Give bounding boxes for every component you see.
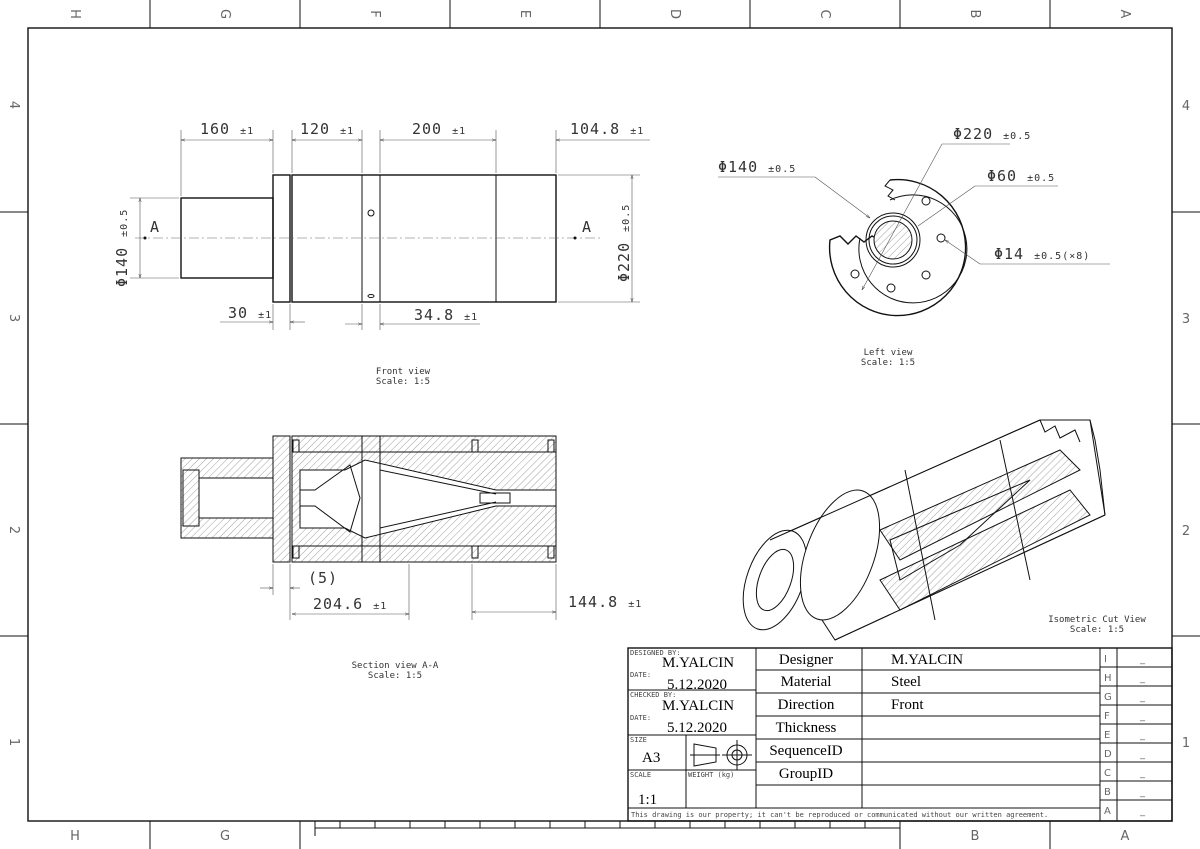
revision-table: I _ H _ G _ F _ E _ D _ C _ B _ A _ xyxy=(1104,654,1146,817)
dim-dia-220-left: Φ220 ±0.5 xyxy=(953,125,1031,143)
projection-symbol-icon xyxy=(690,740,752,770)
section-view-scale: Scale: 1:5 xyxy=(368,671,422,681)
zone-col-top: G xyxy=(217,9,232,19)
dim-144-8: 144.8 ±1 xyxy=(568,593,642,611)
designed-date: 5.12.2020 xyxy=(667,677,727,693)
zone-row-right: 3 xyxy=(1182,312,1190,327)
iso-view-scale: Scale: 1:5 xyxy=(1070,625,1124,635)
rev-value: _ xyxy=(1139,673,1146,684)
field-label: Direction xyxy=(778,697,835,713)
field-label: SequenceID xyxy=(769,743,842,759)
section-marker-left: A xyxy=(150,218,160,236)
zone-row-left: 4 xyxy=(6,101,21,109)
sheet-size: A3 xyxy=(642,750,660,766)
bottom-ruler xyxy=(314,821,900,836)
field-rows: Designer M.YALCIN Material Steel Directi… xyxy=(769,652,963,782)
designed-date-label: DATE: xyxy=(630,671,651,679)
rev-value: _ xyxy=(1139,749,1146,760)
zone-row-left: 1 xyxy=(6,738,21,746)
dim-160: 160 ±1 xyxy=(200,120,254,138)
scale-label: SCALE xyxy=(630,771,651,779)
dim-204-6: 204.6 ±1 xyxy=(313,595,387,613)
dim-dia-220: Φ220 ±0.5 xyxy=(615,204,633,282)
front-view-caption: Front view xyxy=(376,367,431,377)
zone-row-right: 2 xyxy=(1182,524,1190,539)
zone-row-left: 2 xyxy=(6,526,21,534)
disclaimer: This drawing is our property; it can't b… xyxy=(631,811,1048,819)
zone-row-right: 1 xyxy=(1182,736,1190,751)
zone-col-bottom: A xyxy=(1121,829,1130,844)
front-view: A A 160 ±1 120 ±1 200 ±1 104.8 ±1 Φ140 ±… xyxy=(113,120,650,387)
rev-letter: B xyxy=(1104,787,1111,798)
rev-value: _ xyxy=(1139,711,1146,722)
rev-letter: H xyxy=(1104,673,1112,684)
rev-letter: D xyxy=(1104,749,1112,760)
dim-dia-140-left: Φ140 ±0.5 xyxy=(718,158,796,176)
weight-label: WEIGHT (kg) xyxy=(688,771,734,779)
rev-value: _ xyxy=(1139,806,1146,817)
designed-by: M.YALCIN xyxy=(662,655,734,671)
zone-col-top: B xyxy=(967,10,982,19)
field-label: Thickness xyxy=(776,720,837,736)
rev-value: _ xyxy=(1139,730,1146,741)
rev-value: _ xyxy=(1139,654,1146,665)
rev-letter: F xyxy=(1104,711,1110,722)
rev-value: _ xyxy=(1139,692,1146,703)
checked-date-label: DATE: xyxy=(630,714,651,722)
dim-120: 120 ±1 xyxy=(300,120,354,138)
rev-letter: A xyxy=(1104,806,1111,817)
zone-row-left: 3 xyxy=(6,314,21,322)
field-label: Designer xyxy=(779,652,833,668)
dim-104-8: 104.8 ±1 xyxy=(570,120,644,138)
dim-200: 200 ±1 xyxy=(412,120,466,138)
zone-col-bottom: G xyxy=(220,829,230,844)
zone-col-top: F xyxy=(367,10,382,17)
checked-by: M.YALCIN xyxy=(662,698,734,714)
left-view-scale: Scale: 1:5 xyxy=(861,358,915,368)
section-view-caption: Section view A-A xyxy=(352,661,439,671)
dim-dia-60: Φ60 ±0.5 xyxy=(987,167,1055,185)
front-view-scale: Scale: 1:5 xyxy=(376,377,430,387)
section-view: (5) 204.6 ±1 144.8 ±1 Section view A-A S… xyxy=(180,435,642,681)
left-view-caption: Left view xyxy=(864,348,913,358)
zone-col-top: E xyxy=(517,10,532,18)
field-label: GroupID xyxy=(779,766,833,782)
dim-5: (5) xyxy=(308,569,338,587)
rev-letter: G xyxy=(1104,692,1112,703)
left-view: Φ140 ±0.5 Φ220 ±0.5 Φ60 ±0.5 Φ14 ±0.5(×8… xyxy=(718,125,1110,368)
field-label: Material xyxy=(781,674,832,690)
field-value: M.YALCIN xyxy=(891,652,963,668)
zone-col-top: C xyxy=(817,9,832,18)
zone-row-right: 4 xyxy=(1182,99,1190,114)
rev-letter: C xyxy=(1104,768,1111,779)
designed-by-label: DESIGNED BY: xyxy=(630,649,681,657)
field-value: Steel xyxy=(891,674,921,690)
field-value: Front xyxy=(891,697,924,713)
size-label: SIZE xyxy=(630,736,647,744)
dim-34-8: 34.8 ±1 xyxy=(414,306,478,324)
zone-col-top: A xyxy=(1117,10,1132,19)
iso-view-caption: Isometric Cut View xyxy=(1048,615,1146,625)
sheet-scale: 1:1 xyxy=(638,792,657,808)
rev-value: _ xyxy=(1139,787,1146,798)
zone-col-bottom: B xyxy=(971,829,980,844)
checked-by-label: CHECKED BY: xyxy=(630,691,676,699)
rev-letter: E xyxy=(1104,730,1110,741)
isometric-cut-view xyxy=(742,419,1106,641)
zone-col-top: H xyxy=(67,9,82,19)
rev-letter: I xyxy=(1104,654,1107,665)
dim-30: 30 ±1 xyxy=(228,304,272,322)
dim-dia-14-holes: Φ14 ±0.5(×8) xyxy=(994,245,1090,263)
zone-col-top: D xyxy=(667,9,682,19)
checked-date: 5.12.2020 xyxy=(667,720,727,736)
rev-value: _ xyxy=(1139,768,1146,779)
dim-dia-140: Φ140 ±0.5 xyxy=(113,209,131,287)
section-marker-right: A xyxy=(582,218,592,236)
zone-col-bottom: H xyxy=(70,829,80,844)
title-block: DESIGNED BY: M.YALCIN DATE: 5.12.2020 CH… xyxy=(627,647,1173,822)
